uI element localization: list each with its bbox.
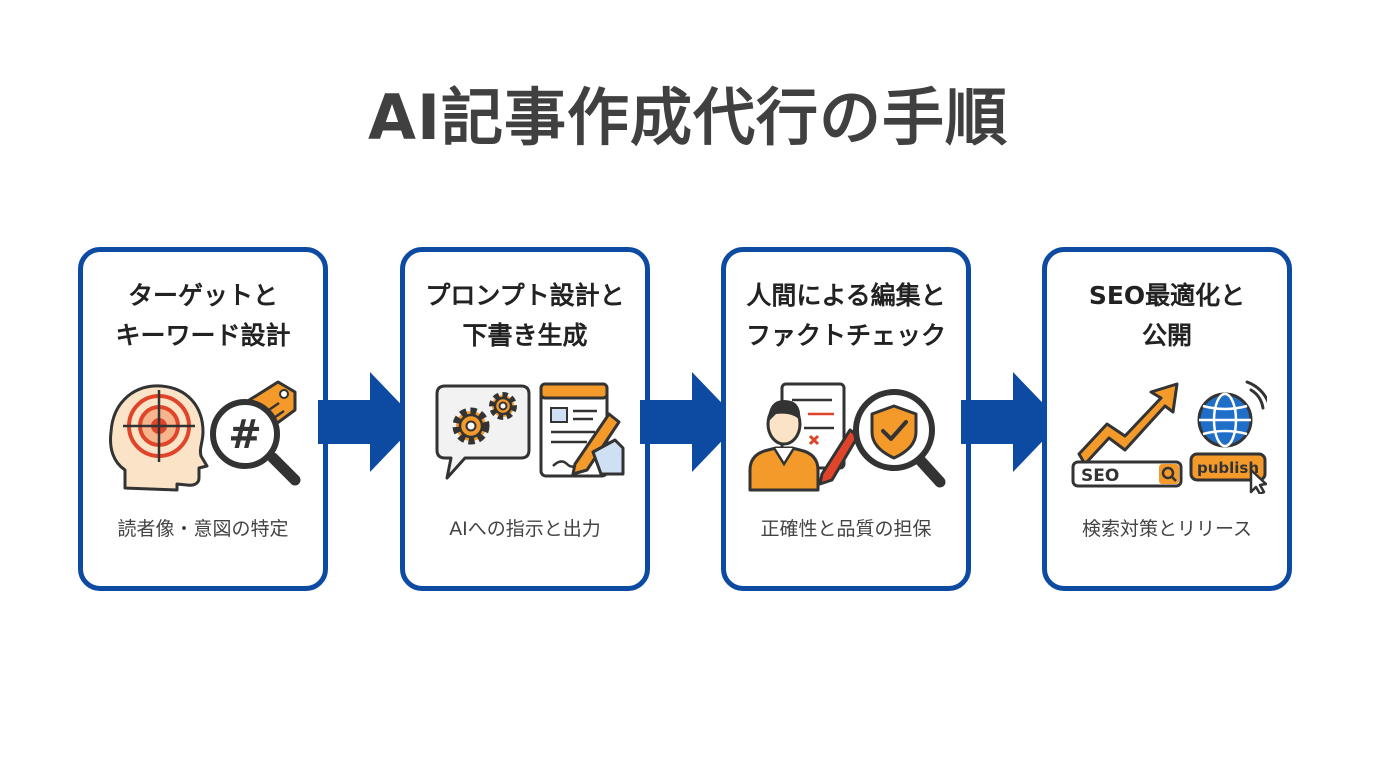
step-title-line2: ファクトチェック	[745, 321, 946, 350]
step-title: プロンプト設計と 下書き生成	[405, 276, 645, 356]
search-bar-icon: SEO	[1071, 460, 1183, 488]
step-icons	[425, 374, 625, 494]
flow-arrow-3	[961, 372, 1061, 472]
step-card-3: 人間による編集と ファクトチェック 正確性	[721, 247, 971, 591]
step-card-1: ターゲットと キーワード設計 # 読者像・意図の特定	[78, 247, 328, 591]
svg-text:#: #	[228, 412, 262, 458]
globe-icon	[1197, 380, 1271, 448]
step-icons	[746, 374, 946, 494]
step-description: 読者像・意図の特定	[117, 518, 289, 540]
step-title: ターゲットと キーワード設計	[83, 276, 323, 356]
page-title: AI記事作成代行の手順	[367, 81, 1009, 154]
growth-arrow-icon	[1077, 382, 1179, 466]
head-target-icon	[109, 384, 209, 492]
step-title-line2: キーワード設計	[115, 321, 291, 350]
document-pen-icon	[539, 382, 625, 478]
gear-speech-bubble-icon	[435, 384, 531, 480]
flow-arrow-1	[318, 372, 418, 472]
publish-button-graphic: publish	[1189, 452, 1267, 482]
step-card-2: プロンプト設計と 下書き生成	[400, 247, 650, 591]
person-document-icon	[748, 382, 860, 492]
step-description: 正確性と品質の担保	[760, 518, 932, 540]
step-title-line1: プロンプト設計と	[425, 281, 625, 310]
publish-label: publish	[1197, 459, 1259, 477]
shield-check-magnifier-icon	[853, 389, 946, 488]
step-title: 人間による編集と ファクトチェック	[726, 276, 966, 356]
seo-bar-label: SEO	[1081, 466, 1119, 486]
step-card-4: SEO最適化と 公開 SEO publis	[1042, 247, 1292, 591]
step-title-line1: ターゲットと	[127, 281, 278, 310]
hashtag-magnifier-icon: #	[210, 380, 301, 486]
step-title-line1: 人間による編集と	[746, 281, 946, 310]
step-icons: SEO publish	[1067, 374, 1271, 496]
step-description: 検索対策とリリース	[1081, 518, 1253, 540]
flow-arrow-2	[640, 372, 740, 472]
cursor-icon	[1249, 468, 1268, 496]
step-title: SEO最適化と 公開	[1047, 276, 1287, 356]
step-title-line2: 下書き生成	[462, 321, 588, 350]
step-description: AIへの指示と出力	[449, 518, 601, 540]
step-title-line2: 公開	[1141, 321, 1192, 350]
step-icons: #	[103, 374, 303, 494]
step-title-line1: SEO最適化と	[1088, 281, 1246, 310]
